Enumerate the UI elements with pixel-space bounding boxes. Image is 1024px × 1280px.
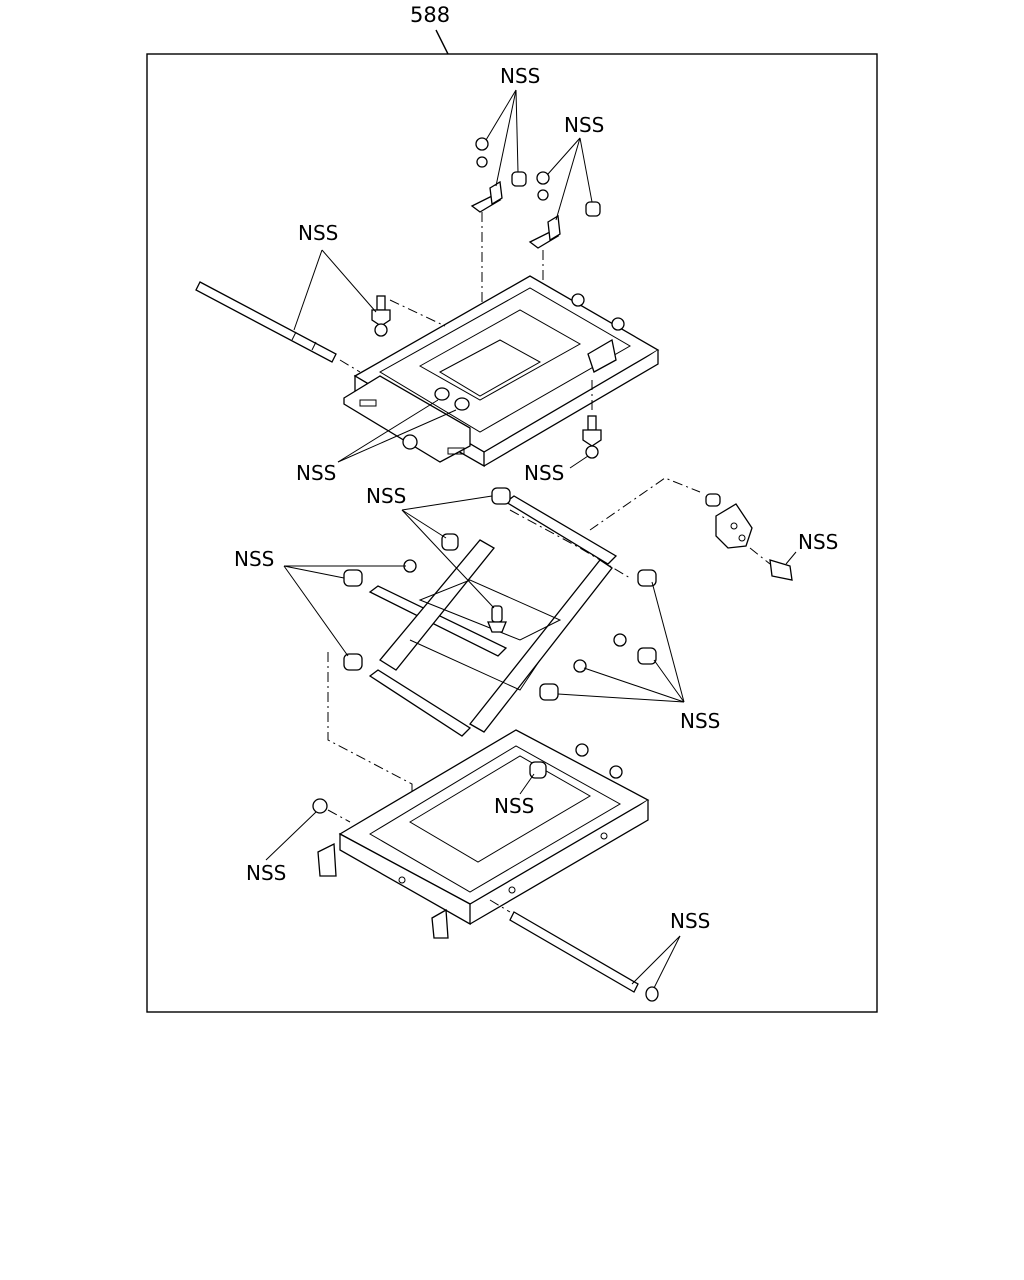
diagram-frame	[146, 53, 878, 1013]
lower-rod	[489, 899, 659, 1002]
svg-text:NSS: NSS	[494, 794, 534, 818]
svg-text:NSS: NSS	[366, 484, 406, 508]
upper-rings	[434, 387, 470, 411]
svg-text:NSS: NSS	[670, 909, 710, 933]
callout-upper-rings: NSS	[296, 399, 457, 485]
svg-text:NSS: NSS	[298, 221, 338, 245]
callout-mid-bushing-left: NSS	[234, 547, 406, 657]
callout-upper-rod: NSS	[293, 221, 377, 331]
lower-ring-left	[312, 798, 328, 814]
upper-rail-frame	[343, 275, 660, 468]
callout-lower-ring-left: NSS	[246, 811, 317, 885]
svg-text:NSS: NSS	[246, 861, 286, 885]
scissor-mechanism	[368, 477, 701, 737]
svg-text:NSS: NSS	[564, 113, 604, 137]
upper-rod	[195, 281, 361, 373]
reference-number: 588	[410, 3, 450, 27]
lever-assembly	[705, 493, 793, 581]
callout-upper-bolt: NSS	[524, 455, 589, 485]
callout-lower-frame-bushing: NSS	[494, 773, 535, 818]
svg-text:NSS: NSS	[234, 547, 274, 571]
callout-top-nut-right: NSS	[547, 113, 604, 221]
callout-top-nut-left: NSS	[485, 64, 540, 187]
svg-text:NSS: NSS	[296, 461, 336, 485]
svg-text:NSS: NSS	[798, 530, 838, 554]
reference-leader	[435, 29, 449, 55]
callout-mid-bushing-top: NSS	[366, 484, 495, 609]
callout-lever-bolt: NSS	[785, 530, 838, 565]
svg-text:NSS: NSS	[524, 461, 564, 485]
top-bracket-right	[528, 171, 601, 345]
svg-text:NSS: NSS	[680, 709, 720, 733]
svg-text:NSS: NSS	[500, 64, 540, 88]
lower-frame	[317, 729, 650, 939]
callout-mid-bushing-right: NSS	[557, 581, 720, 733]
upper-bolt-left	[371, 295, 446, 337]
upper-bolt-right	[582, 380, 602, 459]
bushings	[343, 487, 657, 701]
callout-lower-rod: NSS	[631, 909, 710, 989]
